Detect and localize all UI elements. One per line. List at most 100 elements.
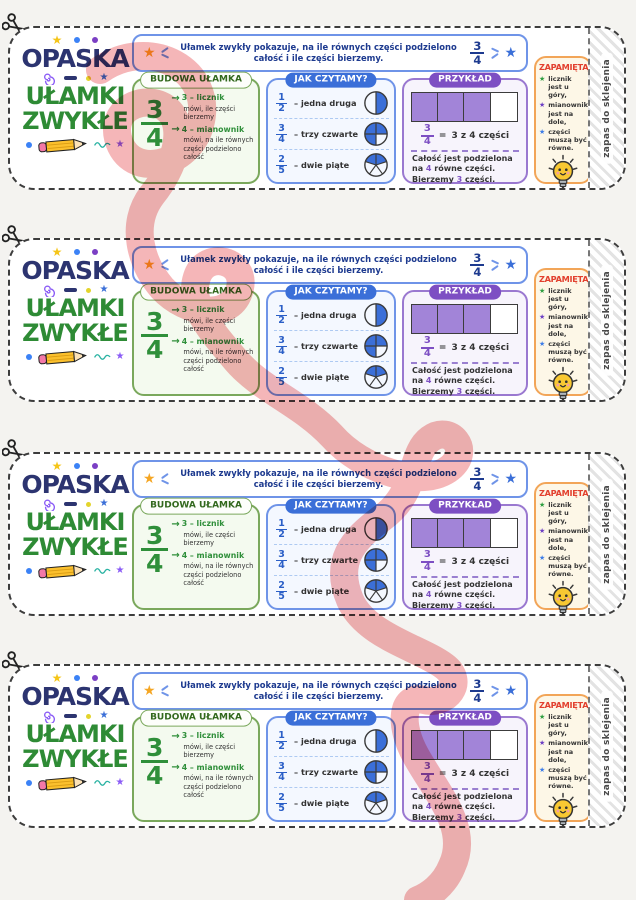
title-opaska: OPASKA [21, 682, 129, 711]
intro-fraction: 3 4 [470, 678, 485, 704]
dot-icon [74, 674, 81, 681]
title-ulamki: UŁAMKI [25, 508, 126, 537]
squiggle-icon [93, 568, 110, 575]
dot-icon [25, 568, 32, 575]
star-bullet-icon: ★ [539, 75, 546, 83]
sparkle-marks-icon [160, 473, 169, 485]
star-bullet-icon: ★ [539, 339, 546, 348]
numerator-desc: mówi, ile części bierzemy [183, 531, 236, 548]
dashed-divider [411, 150, 519, 152]
fraction-bar [404, 304, 526, 334]
bar-segment [489, 92, 518, 122]
fraction-bar [404, 518, 526, 548]
zapamietaj-title: ZAPAMIĘTAJ: [539, 488, 594, 498]
denominator-desc: mówi, na ile równych części podzielono c… [183, 136, 254, 161]
title-decorations-bottom: ★ [20, 561, 130, 581]
pie-two-fifths-icon [364, 365, 388, 389]
glue-tab: zapas do sklejenia [588, 454, 624, 614]
title-opaska: OPASKA [21, 44, 129, 73]
budowa-labels: → 3 – licznik mówi, ile części bierzemy … [171, 731, 255, 802]
title-decorations-bottom: ★ [20, 135, 130, 155]
lightbulb-icon [548, 366, 578, 402]
intro-fraction: 3 4 [470, 252, 485, 278]
spiral-icon [43, 285, 55, 297]
lightbulb-icon [548, 792, 578, 828]
pie-two-fifths-icon [364, 153, 388, 177]
equals-sign: = [438, 556, 447, 567]
pencil-icon [37, 138, 87, 153]
numerator-desc: mówi, ile części bierzemy [183, 743, 236, 760]
dot-icon [85, 713, 91, 719]
przyklad-title: PRZYKŁAD [429, 498, 501, 514]
intro-banner: ★ Ułamek zwykły pokazuje, na ile równych… [132, 246, 528, 284]
pie-three-quarters-icon [364, 334, 388, 358]
title-zwykle: ZWYKŁE [22, 532, 129, 561]
budowa-title: BUDOWA UŁAMKA [140, 709, 252, 727]
equation-row: 3 4 = 3 z 4 części [404, 123, 526, 147]
glue-tab: zapas do sklejenia [588, 28, 624, 188]
pie-three-quarters-icon [364, 548, 388, 572]
budowa-title: BUDOWA UŁAMKA [140, 283, 252, 301]
przyklad-box: PRZYKŁAD 3 4 = 3 z 4 części Całość jest … [402, 284, 528, 396]
przyklad-fraction: 3 4 [420, 335, 434, 359]
intro-fraction: 3 4 [470, 466, 485, 492]
sparkle-marks-icon [160, 47, 169, 59]
numerator-label: → 3 – licznik [171, 93, 225, 104]
star-icon: ★ [51, 32, 63, 47]
title-block: ★ OPASKA ★ UŁAMKI ZWYKŁE [20, 245, 130, 367]
przyklad-description: Całość jest podzielona na 4 równe części… [412, 154, 513, 184]
dashed-divider [411, 788, 519, 790]
sparkle-marks-icon [160, 685, 169, 697]
title-decorations-bottom: ★ [20, 347, 130, 367]
budowa-labels: → 3 – licznik mówi, ile części bierzemy … [171, 93, 255, 164]
arrow-icon: → [171, 731, 180, 742]
spiral-icon [43, 711, 55, 723]
title-opaska: OPASKA [21, 470, 129, 499]
budowa-fraction: 3 4 [141, 97, 169, 164]
fraction-band-strip: ★ OPASKA ★ UŁAMKI ZWYKŁE [0, 651, 636, 828]
pie-three-quarters-icon [364, 122, 388, 146]
star-icon: ★ [115, 139, 125, 151]
star-icon: ★ [51, 670, 63, 685]
equation-row: 3 4 = 3 z 4 części [404, 761, 526, 785]
glue-tab-label: zapas do sklejenia [601, 52, 613, 164]
przyklad-title: PRZYKŁAD [429, 284, 501, 300]
denominator-label: → 4 – mianownik [171, 124, 245, 136]
star-bullet-icon: ★ [539, 527, 546, 536]
equals-sign: = [438, 130, 447, 141]
star-bullet-icon: ★ [539, 287, 546, 295]
bar-segment [410, 730, 439, 760]
star-bullet-icon: ★ [539, 739, 546, 748]
arrow-icon: → [171, 550, 180, 562]
denominator-desc: mówi, na ile równych części podzielono c… [183, 774, 254, 799]
dot-icon [92, 248, 99, 255]
star-icon: ★ [51, 458, 63, 473]
bar-segment [437, 304, 465, 334]
rule-item: ★ licznik jest u góry, [539, 75, 572, 100]
title-decorations-bottom: ★ [20, 773, 130, 793]
dot-icon [25, 354, 32, 361]
title-ulamki: UŁAMKI [25, 82, 126, 111]
pie-three-quarters-icon [364, 760, 388, 784]
pie-two-fifths-icon [364, 579, 388, 603]
pencil-icon [37, 564, 87, 579]
przyklad-title: PRZYKŁAD [429, 710, 501, 726]
przyklad-box: PRZYKŁAD 3 4 = 3 z 4 części Całość jest … [402, 72, 528, 184]
lightbulb-icon [548, 580, 578, 616]
przyklad-box: PRZYKŁAD 3 4 = 3 z 4 części Całość jest … [402, 498, 528, 610]
equation-text: 3 z 4 części [451, 342, 510, 353]
pie-one-half-icon [364, 303, 388, 327]
budowa-labels: → 3 – licznik mówi, ile części bierzemy … [171, 305, 255, 376]
